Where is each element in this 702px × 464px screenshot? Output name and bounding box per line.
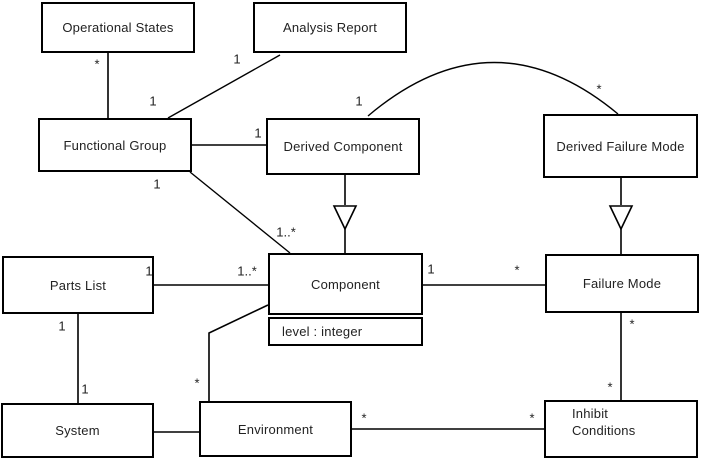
class-name-label: Failure Mode — [582, 276, 662, 291]
class-box-derived-component[interactable]: Derived Component — [266, 118, 420, 175]
class-name-label: Derived Failure Mode — [556, 138, 685, 154]
class-name-label: Component — [310, 276, 380, 292]
class-box-component[interactable]: Component — [268, 253, 423, 315]
class-box-analysis-report[interactable]: Analysis Report — [253, 2, 407, 53]
class-attribute-label: level : integer — [282, 324, 363, 339]
class-box-derived-failure-mode[interactable]: Derived Failure Mode — [543, 114, 698, 178]
edge-functional-group-component — [189, 171, 291, 254]
generalization-derived-component-component — [332, 175, 358, 253]
class-name-label: Analysis Report — [282, 20, 378, 35]
class-name-label: Environment — [237, 421, 314, 437]
class-name-label: Operational States — [62, 20, 174, 35]
class-box-operational-states[interactable]: Operational States — [41, 2, 195, 53]
class-name-label: Derived Component — [283, 139, 403, 154]
class-box-environment[interactable]: Environment — [199, 401, 352, 457]
class-name-label: System — [55, 423, 100, 438]
class-name-label: Functional Group — [63, 137, 167, 153]
class-box-system[interactable]: System — [1, 403, 154, 458]
class-name-label: Parts List — [49, 277, 107, 293]
class-box-parts-list[interactable]: Parts List — [2, 256, 154, 314]
class-box-functional-group[interactable]: Functional Group — [38, 118, 192, 172]
generalization-triangle-icon — [332, 205, 358, 231]
class-name-label: Inhibit Conditions — [572, 406, 636, 438]
class-box-failure-mode[interactable]: Failure Mode — [545, 254, 699, 313]
generalization-triangle-icon — [608, 205, 634, 231]
edge-analysis-report-functional-group — [167, 54, 281, 119]
class-box-inhibit-conditions[interactable]: Inhibit Conditions — [544, 400, 698, 458]
generalization-derived-failure-mode-failure-mode — [608, 178, 634, 254]
class-attribute-compartment-component[interactable]: level : integer — [268, 317, 423, 346]
edge-component-environment — [208, 304, 269, 401]
edge-derived-component-derived-failure-mode — [367, 61, 619, 117]
